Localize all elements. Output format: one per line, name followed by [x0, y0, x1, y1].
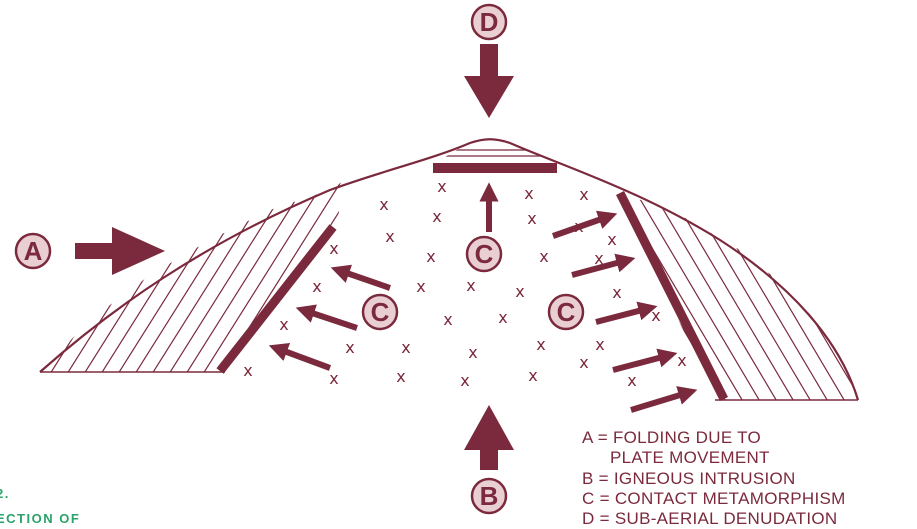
figure-caption: 2. ECTION OF: [0, 486, 80, 526]
legend-b: B = IGNEOUS INTRUSION: [582, 469, 796, 488]
label-d-text: D: [480, 7, 499, 37]
legend-a-line1: A = FOLDING DUE TO: [582, 428, 761, 447]
label-c-left: C: [363, 295, 397, 329]
arrow-d-down: [464, 44, 514, 118]
intrusion-x-mark: x: [401, 338, 410, 357]
strata-line: [157, 150, 327, 420]
intrusion-x-mark: x: [524, 184, 533, 203]
metamorphism-arrow: [613, 355, 670, 370]
intrusion-x-mark: x: [515, 282, 524, 301]
legend-d: D = SUB-AERIAL DENUDATION: [582, 509, 837, 528]
metamorphism-arrow: [631, 392, 690, 410]
intrusion-x-mark: x: [527, 209, 536, 228]
metamorphism-arrow: [276, 348, 330, 368]
metamorphism-arrow: [303, 310, 357, 328]
left-strata-hatching: [0, 150, 463, 420]
intrusion-x-mark: x: [677, 351, 686, 370]
strata-line: [815, 150, 917, 420]
label-c-center: C: [467, 237, 501, 271]
intrusion-x-mark: x: [595, 335, 604, 354]
intrusion-x-mark: x: [437, 177, 446, 196]
label-c-right: C: [549, 295, 583, 329]
arrow-a-right: [75, 227, 165, 275]
intrusion-x-mark: x: [579, 353, 588, 372]
intrusion-x-mark: x: [528, 366, 537, 385]
legend: A = FOLDING DUE TO PLATE MOVEMENT B = IG…: [582, 428, 846, 528]
intrusion-x-mark: x: [612, 283, 621, 302]
label-b: B: [472, 479, 506, 513]
intrusion-x-mark: x: [396, 367, 405, 386]
intrusion-x-mark: x: [432, 207, 441, 226]
strata-line: [883, 150, 917, 420]
intrusion-x-mark: x: [651, 306, 660, 325]
strata-line: [0, 150, 157, 420]
strata-line: [38, 150, 208, 420]
strata-line: [747, 150, 907, 420]
intrusion-x-mark: x: [279, 315, 288, 334]
label-b-text: B: [480, 481, 499, 511]
strata-line: [764, 150, 917, 420]
strata-line: [696, 150, 856, 420]
strata-line: [832, 150, 917, 420]
legend-a-line2: PLATE MOVEMENT: [610, 448, 770, 467]
caption-line2: ECTION OF: [0, 511, 80, 526]
strata-line: [55, 150, 225, 420]
intrusion-x-mark: x: [536, 335, 545, 354]
intrusion-x-mark: x: [498, 308, 507, 327]
strata-line: [730, 150, 890, 420]
intrusion-x-mark: x: [539, 247, 548, 266]
intrusion-x-mark: x: [243, 361, 252, 380]
legend-c: C = CONTACT METAMORPHISM: [582, 489, 846, 508]
strata-line: [900, 150, 917, 420]
strata-line: [628, 150, 788, 420]
intrusion-x-mark: x: [385, 227, 394, 246]
strata-line: [713, 150, 873, 420]
strata-line: [798, 150, 917, 420]
intrusion-x-mark: x: [426, 247, 435, 266]
intrusion-x-mark: x: [416, 277, 425, 296]
intrusion-x-mark: x: [579, 185, 588, 204]
label-a: A: [16, 234, 50, 268]
intrusion-x-mark: x: [312, 277, 321, 296]
summit-contact-bar: [433, 163, 557, 173]
strata-line: [662, 150, 822, 420]
intrusion-x-mark: x: [345, 338, 354, 357]
strata-line: [4, 150, 174, 420]
strata-line: [679, 150, 839, 420]
strata-line: [21, 150, 191, 420]
intrusion-x-mark: x: [329, 369, 338, 388]
label-c-right-text: C: [557, 297, 576, 327]
label-c-left-text: C: [371, 297, 390, 327]
intrusion-x-mark: x: [627, 371, 636, 390]
intrusion-x-mark: x: [466, 276, 475, 295]
intrusion-x-mark: x: [443, 310, 452, 329]
intrusion-x-mark: x: [379, 195, 388, 214]
label-d: D: [472, 5, 506, 39]
label-c-center-text: C: [475, 239, 494, 269]
strata-line: [89, 150, 259, 420]
intrusion-x-mark: x: [460, 371, 469, 390]
strata-line: [0, 150, 140, 420]
arrow-b-up: [464, 405, 514, 470]
intrusion-x-mark: x: [329, 239, 338, 258]
caption-line1: 2.: [0, 486, 10, 501]
label-a-text: A: [24, 236, 43, 266]
strata-line: [849, 150, 917, 420]
strata-line: [123, 150, 293, 420]
force-arrows: [75, 44, 514, 470]
strata-line: [72, 150, 242, 420]
metamorphism-arrow: [596, 308, 650, 322]
intrusion-x-mark: x: [607, 230, 616, 249]
metamorphism-arrow: [338, 270, 390, 288]
strata-line: [866, 150, 917, 420]
intrusion-x-mark: x: [468, 343, 477, 362]
